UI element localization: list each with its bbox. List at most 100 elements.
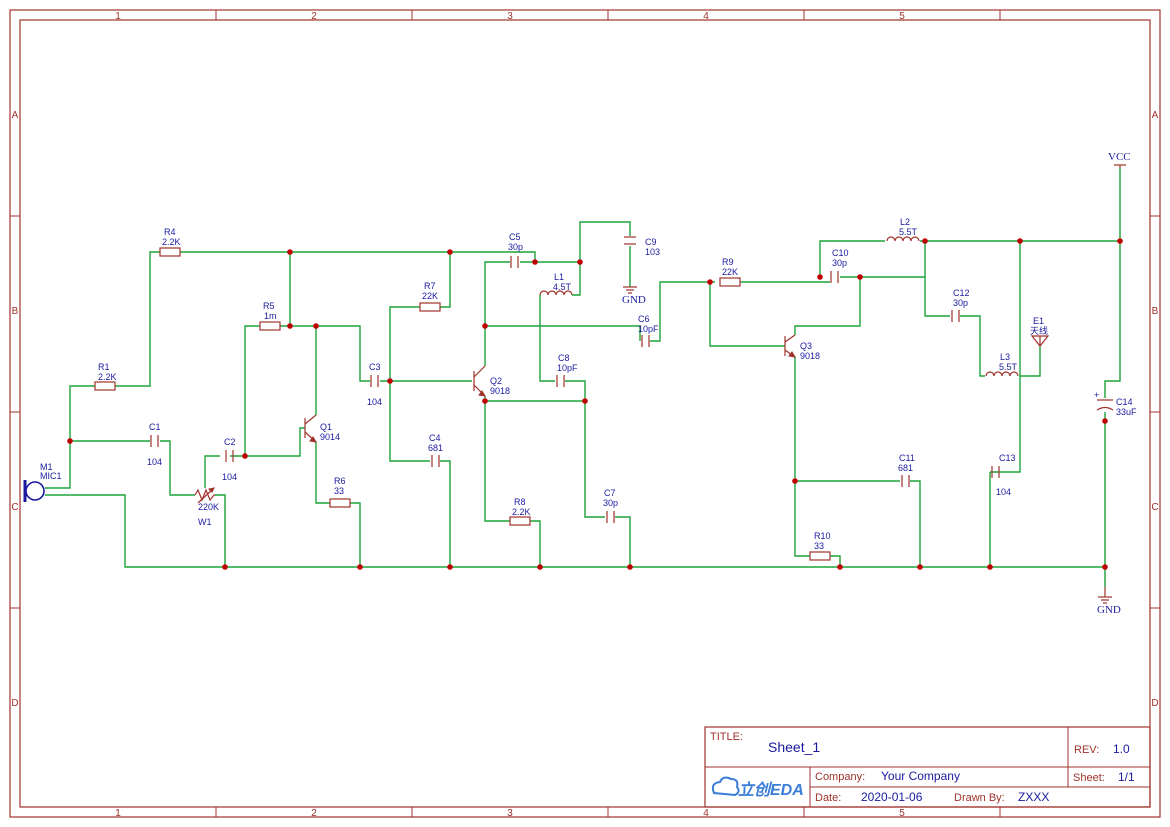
date-label: Date: <box>815 792 841 804</box>
capacitor-c6[interactable]: C6 10pF <box>638 314 659 347</box>
zone-col-5-top: 5 <box>899 11 905 22</box>
c5-ref: C5 <box>509 232 521 242</box>
company-label: Company: <box>815 771 865 783</box>
q3-ref: Q3 <box>800 341 812 351</box>
microphone-m1[interactable]: M1 MIC1 <box>23 462 62 502</box>
e1-ref: E1 <box>1033 316 1044 326</box>
zone-row-b-right: B <box>1152 306 1159 317</box>
q2-ref: Q2 <box>490 376 502 386</box>
capacitor-c12[interactable]: C12 30p <box>951 288 970 322</box>
q3-value: 9018 <box>800 351 820 361</box>
zone-col-4-bottom: 4 <box>703 808 709 819</box>
c2-ref: C2 <box>224 437 236 447</box>
inductor-l3[interactable]: L3 5.5T <box>985 352 1019 377</box>
capacitor-c14[interactable]: + C14 33uF <box>1094 390 1137 417</box>
zone-col-4-top: 4 <box>703 11 709 22</box>
r5-ref: R5 <box>263 301 275 311</box>
r5-value: 1m <box>264 311 277 321</box>
c9-value: 103 <box>645 247 660 257</box>
c8-ref: C8 <box>558 353 570 363</box>
sheet-label: Sheet: <box>1073 772 1105 784</box>
title-block: TITLE: Sheet_1 REV: 1.0 Company: Your Co… <box>704 726 1151 808</box>
l2-ref: L2 <box>900 217 910 227</box>
c6-value: 10pF <box>638 324 659 334</box>
capacitor-c3[interactable]: C3 104 <box>367 362 382 407</box>
c5-value: 30p <box>508 242 523 252</box>
c12-ref: C12 <box>953 288 970 298</box>
inductor-l1[interactable]: L1 4.5T <box>539 272 573 296</box>
l2-value: 5.5T <box>899 227 918 237</box>
r4-value: 2.2K <box>162 237 181 247</box>
r4-ref: R4 <box>164 227 176 237</box>
m1-ref: M1 <box>40 462 53 472</box>
potentiometer-w1[interactable]: 220K W1 <box>194 487 219 527</box>
capacitor-c8[interactable]: C8 10pF <box>556 353 578 387</box>
rev-value: 1.0 <box>1113 742 1130 756</box>
gnd-label-2: GND <box>1097 604 1121 616</box>
zone-col-1-top: 1 <box>115 11 121 22</box>
r9-value: 22K <box>722 267 738 277</box>
transistor-q2[interactable]: Q2 9018 <box>473 365 510 397</box>
resistor-r9[interactable]: R9 22K <box>719 257 741 287</box>
capacitor-c4[interactable]: C4 681 <box>428 433 443 467</box>
zone-col-1-bottom: 1 <box>115 808 121 819</box>
capacitor-c9[interactable]: C9 103 <box>624 236 660 257</box>
capacitor-c11[interactable]: C11 681 <box>898 453 915 487</box>
transistor-q3[interactable]: Q3 9018 <box>784 334 820 361</box>
sheet-value: 1/1 <box>1118 770 1135 784</box>
resistor-r5[interactable]: R5 1m <box>259 301 281 331</box>
capacitor-c13[interactable]: C13 104 <box>991 453 1016 497</box>
zone-row-b-left: B <box>12 306 19 317</box>
c2-value: 104 <box>222 472 237 482</box>
resistor-r6[interactable]: R6 33 <box>329 476 351 508</box>
q1-ref: Q1 <box>320 422 332 432</box>
capacitor-c1[interactable]: C1 104 <box>147 422 162 467</box>
resistor-r7[interactable]: R7 22K <box>419 281 441 312</box>
resistor-r4[interactable]: R4 2.2K <box>159 227 181 257</box>
sheet-frame: 1 2 3 4 5 1 2 3 4 5 A B C D A B C D <box>9 9 1161 819</box>
zone-col-5-bottom: 5 <box>899 808 905 819</box>
c10-value: 30p <box>832 258 847 268</box>
c4-value: 681 <box>428 443 443 453</box>
capacitor-c5[interactable]: C5 30p <box>508 232 523 268</box>
c13-value: 104 <box>996 487 1011 497</box>
c4-ref: C4 <box>429 433 441 443</box>
zone-row-c-right: C <box>1151 502 1158 513</box>
zone-col-3-top: 3 <box>507 11 513 22</box>
drawn-by-label: Drawn By: <box>954 792 1005 804</box>
w1-value: 220K <box>198 502 219 512</box>
wires <box>45 168 1121 587</box>
c1-ref: C1 <box>149 422 161 432</box>
l3-value: 5.5T <box>999 362 1018 372</box>
r10-value: 33 <box>814 541 824 551</box>
r6-value: 33 <box>334 486 344 496</box>
inductor-l2[interactable]: L2 5.5T <box>886 217 920 242</box>
capacitor-c2[interactable]: C2 104 <box>222 437 237 482</box>
c3-ref: C3 <box>369 362 381 372</box>
transistor-q1[interactable]: Q1 9014 <box>304 414 340 443</box>
capacitor-c10[interactable]: C10 30p <box>830 248 849 283</box>
vcc-symbol: VCC <box>1108 151 1131 168</box>
c14-plus: + <box>1094 390 1099 400</box>
resistor-r10[interactable]: R10 33 <box>809 531 831 561</box>
c1-value: 104 <box>147 457 162 467</box>
antenna-e1[interactable]: E1 天线 <box>1030 316 1050 347</box>
r6-ref: R6 <box>334 476 346 486</box>
c7-value: 30p <box>603 498 618 508</box>
junctions <box>67 238 1123 570</box>
c9-ref: C9 <box>645 237 657 247</box>
resistor-r1[interactable]: R1 2.2K <box>94 362 117 391</box>
c8-value: 10pF <box>557 363 578 373</box>
ground-symbol-1: GND <box>622 286 646 306</box>
c10-ref: C10 <box>832 248 849 258</box>
resistor-r8[interactable]: R8 2.2K <box>509 497 531 526</box>
capacitor-c7[interactable]: C7 30p <box>603 488 618 523</box>
w1-ref: W1 <box>198 517 212 527</box>
title-label: TITLE: <box>710 731 743 743</box>
r10-ref: R10 <box>814 531 831 541</box>
r7-ref: R7 <box>424 281 436 291</box>
c6-ref: C6 <box>638 314 650 324</box>
l3-ref: L3 <box>1000 352 1010 362</box>
zone-row-a-left: A <box>12 110 19 121</box>
